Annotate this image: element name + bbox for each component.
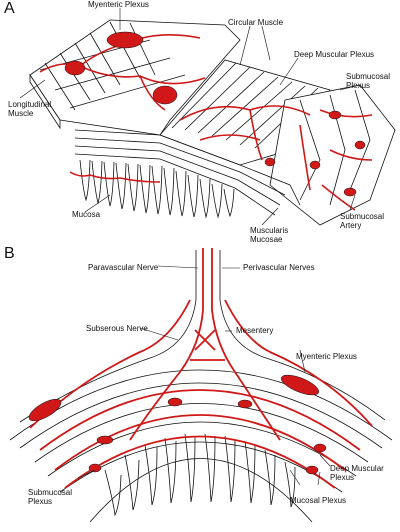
panel-a-diagram bbox=[29, 19, 396, 226]
label-perivascular-nerves: Perivascular Nerves bbox=[243, 263, 315, 272]
panel-b-ganglia bbox=[28, 374, 327, 475]
label-submucosal-artery-1: Submucosal bbox=[340, 212, 385, 221]
label-submucosal-artery-2: Artery bbox=[340, 221, 362, 230]
panel-b-diagram bbox=[9, 250, 393, 523]
mucosa-villi bbox=[79, 159, 235, 219]
label-deep-muscular-plexus-b-2: Plexus bbox=[330, 473, 355, 482]
label-deep-muscular-plexus-b-1: Deep Muscular bbox=[330, 464, 384, 473]
longitudinal-muscle-layer bbox=[29, 19, 241, 136]
label-longitudinal-muscle-2: Muscle bbox=[8, 109, 34, 118]
label-paravascular-nerve: Paravascular Nerve bbox=[88, 263, 159, 272]
mesentery bbox=[19, 250, 197, 423]
submucosa-layer bbox=[269, 84, 396, 226]
label-muscularis-mucosae-1: Muscularis bbox=[250, 226, 289, 235]
serosa-arc bbox=[9, 369, 393, 441]
label-circular-muscle: Circular Muscle bbox=[228, 18, 284, 27]
label-submucosal-plexus-b-2: Plexus bbox=[28, 497, 53, 506]
label-submucosal-plexus-a-1: Submucosal bbox=[346, 72, 391, 81]
paravascular-nerve bbox=[129, 248, 204, 441]
panel-a-ganglia bbox=[64, 31, 366, 197]
mucosa-folds bbox=[89, 433, 313, 523]
label-submucosal-plexus-a-2: Plexus bbox=[346, 81, 371, 90]
panel-b-letter: B bbox=[4, 245, 15, 262]
panel-a-letter: A bbox=[4, 0, 15, 17]
leader-lines bbox=[19, 8, 361, 486]
panel-a-nerve-network bbox=[39, 34, 373, 211]
label-muscularis-mucosae-2: Mucosae bbox=[250, 235, 283, 244]
label-longitudinal-muscle-1: Longitudinal bbox=[8, 100, 52, 109]
label-subserous-nerve: Subserous Nerve bbox=[86, 324, 148, 333]
label-mucosal-plexus: Mucosal Plexus bbox=[290, 496, 347, 505]
label-mucosa: Mucosa bbox=[72, 210, 101, 219]
perivascular-nerve bbox=[211, 248, 281, 441]
label-myenteric-plexus-b: Myenteric Plexus bbox=[296, 352, 357, 361]
label-myenteric-plexus-a: Myenteric Plexus bbox=[88, 0, 149, 9]
label-mesentery: Mesentery bbox=[236, 326, 274, 335]
label-deep-muscular-plexus-a: Deep Muscular Plexus bbox=[294, 50, 375, 59]
label-submucosal-plexus-b-1: Submucosal bbox=[28, 488, 73, 497]
